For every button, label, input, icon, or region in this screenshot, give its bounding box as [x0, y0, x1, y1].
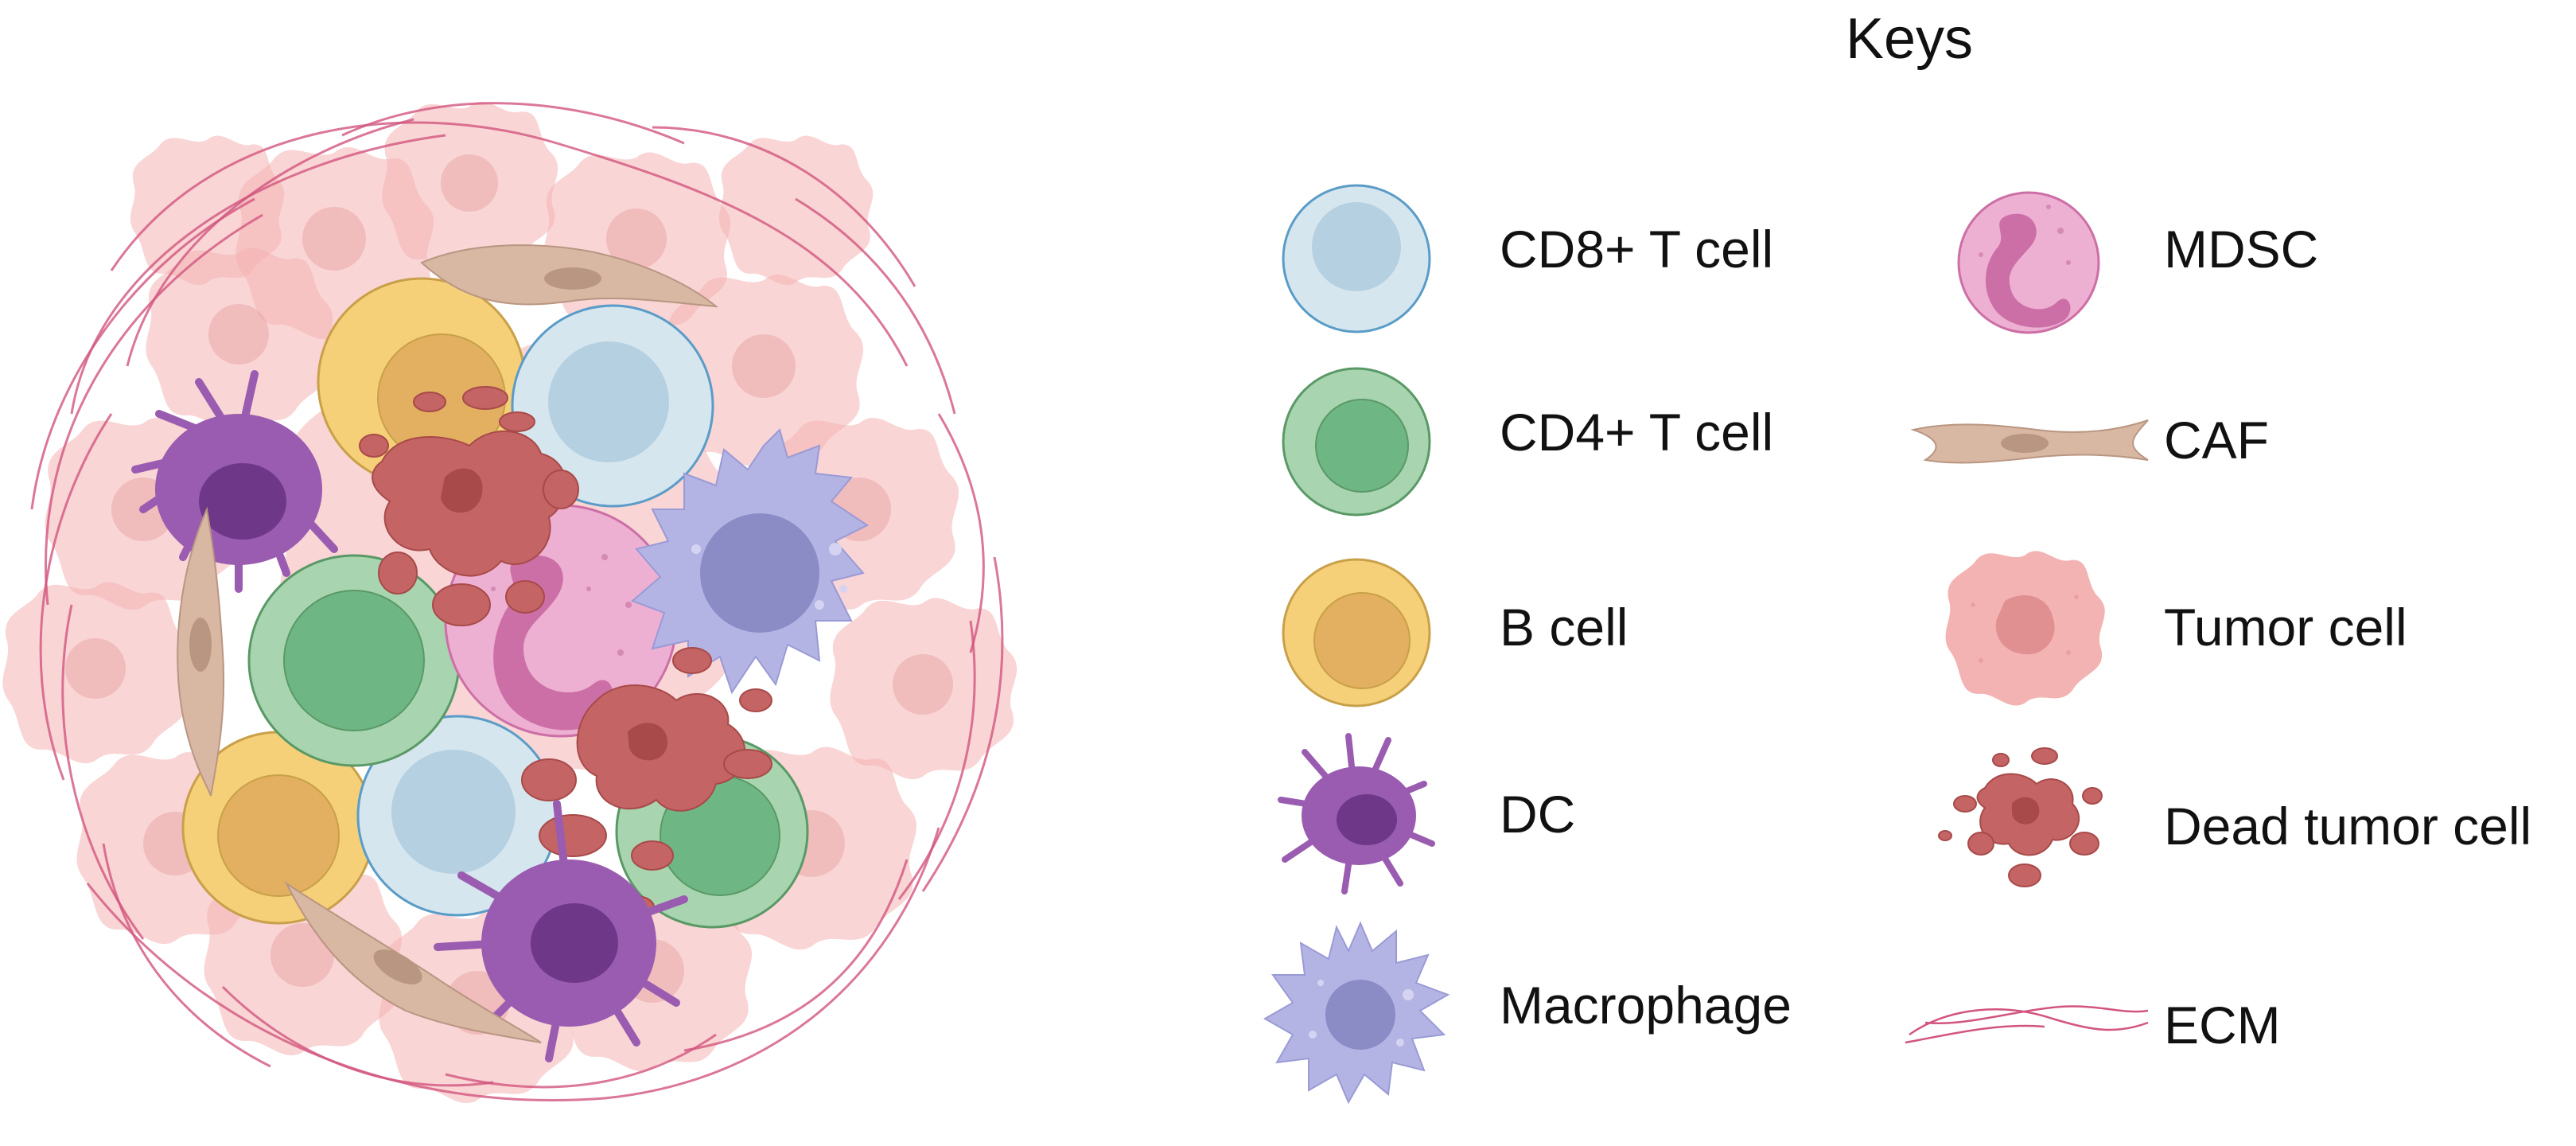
caf-cell-top — [420, 244, 719, 308]
dc-cell-lower — [434, 800, 688, 1062]
dead-tumor-cell-icon — [1938, 747, 2103, 887]
legend-label-ecm: ECM — [2164, 996, 2281, 1054]
legend-label-caf: CAF — [2164, 411, 2269, 470]
caf-cell-bottom — [284, 881, 542, 1043]
b-cell-icon — [1282, 558, 1431, 707]
mdsc-icon — [1957, 191, 2100, 334]
ecm-icon — [1905, 1005, 2149, 1044]
macrophage-cell — [631, 428, 869, 695]
caf-cell-left — [177, 506, 225, 797]
ecm-fibers — [30, 102, 1004, 1101]
cd4-t-cell-icon — [1282, 367, 1431, 516]
legend-label-tumor-cell: Tumor cell — [2164, 598, 2407, 657]
legend-label-mdsc: MDSC — [2164, 220, 2319, 279]
legend-title: Keys — [1845, 7, 1974, 71]
dead-tumor-cell-upper — [359, 386, 579, 626]
legend-label-cd4-t-cell: CD4+ T cell — [1500, 403, 1774, 462]
legend-label-dc: DC — [1500, 785, 1576, 844]
legend-label-b-cell: B cell — [1500, 598, 1628, 657]
legend-icons — [1263, 184, 2151, 1105]
legend-label-macrophage: Macrophage — [1500, 976, 1792, 1035]
legend-label-cd8-t-cell: CD8+ T cell — [1500, 220, 1774, 279]
legend-label-dead-tumor-cell: Dead tumor cell — [2164, 797, 2532, 856]
cd8-t-cell-icon — [1282, 184, 1431, 333]
cd4-t-cell-left — [247, 554, 461, 767]
dc-cell-upper — [131, 370, 338, 593]
tumor-cell-icon — [1945, 551, 2105, 706]
dead-tumor-cell-lower — [521, 647, 772, 919]
macrophage-icon — [1263, 921, 1450, 1105]
dc-icon — [1278, 733, 1435, 895]
tumor-microenvironment-illustration — [2, 101, 1018, 1104]
caf-icon — [1910, 418, 2151, 464]
cd8-t-cell-upper — [511, 304, 714, 508]
b-cell-lower — [181, 731, 376, 925]
